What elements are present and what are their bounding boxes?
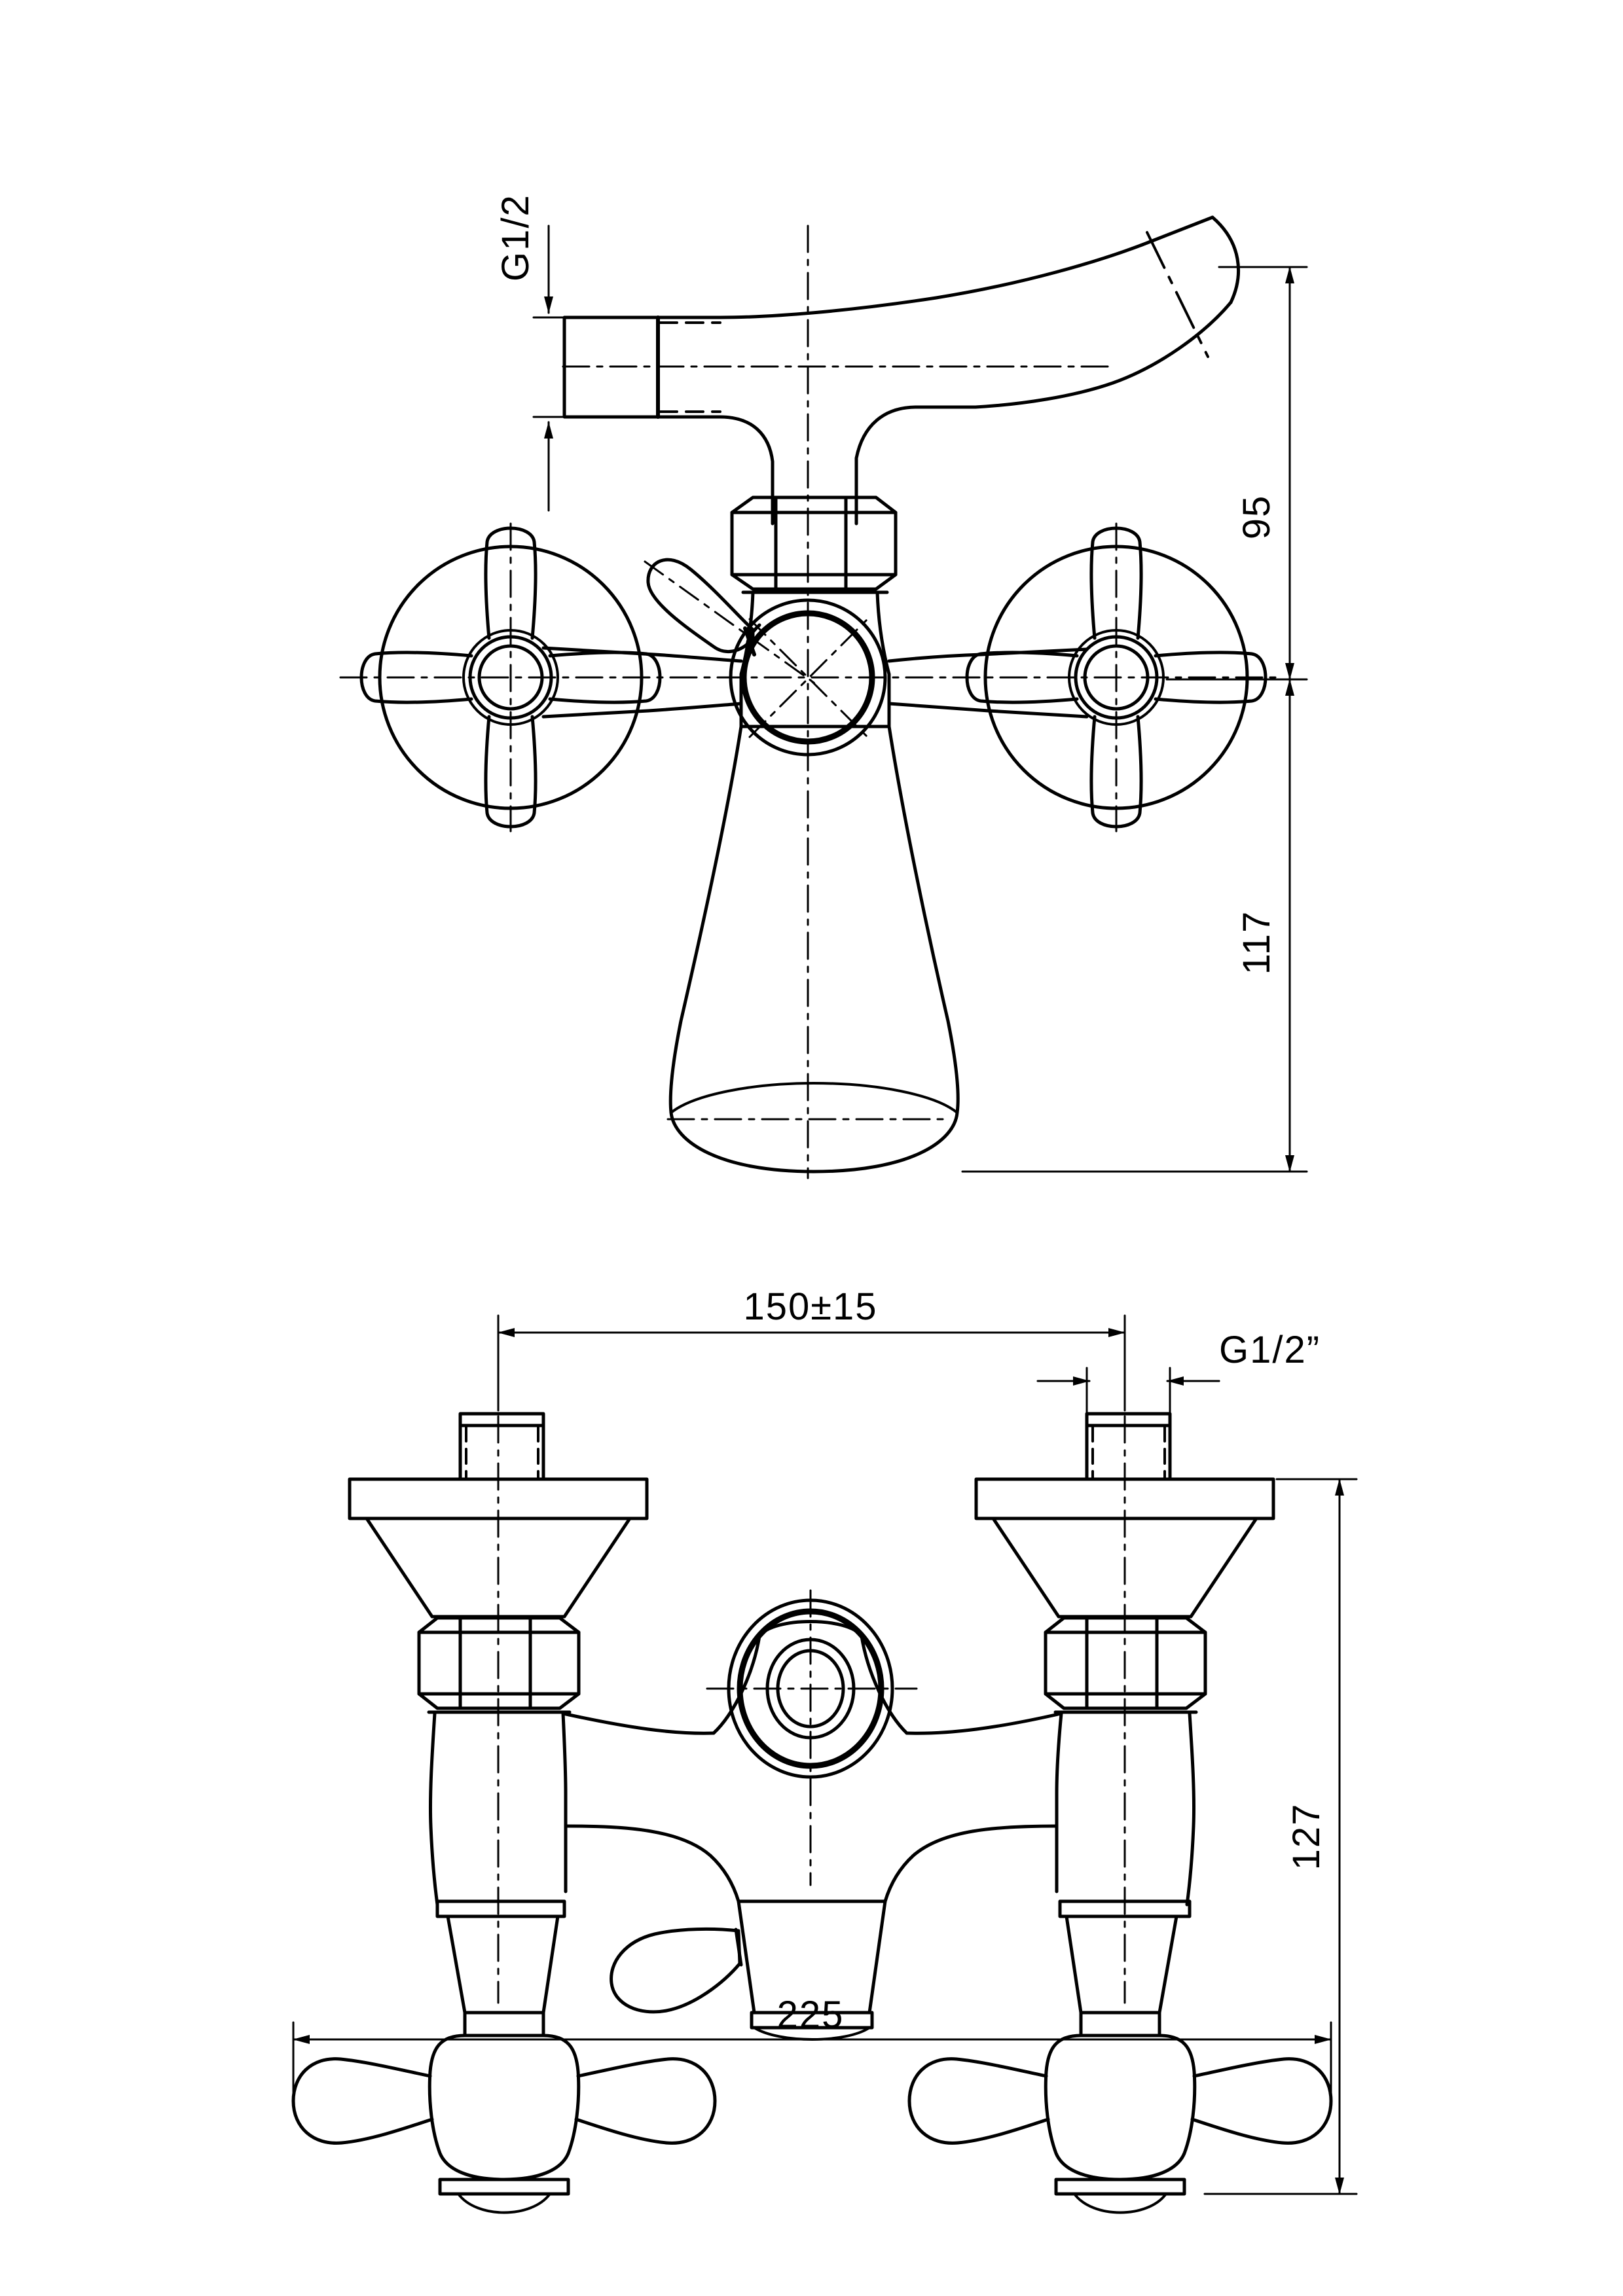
right-cross-handle-front: [907, 2034, 1333, 2214]
dimension-g12-side: G1/2: [494, 194, 566, 512]
diverter-centre-cross: [748, 618, 869, 738]
diverter-lever-centreline: [644, 560, 820, 687]
front-elevation-view: 150±15 G1/2” 127: [291, 1285, 1358, 2214]
shower-arm: [656, 215, 1241, 526]
left-cross-handle: [359, 526, 662, 829]
dimension-label-150: 150±15: [743, 1285, 877, 1328]
dimension-label-g12-front: G1/2”: [1219, 1329, 1321, 1371]
left-hex-nut: [417, 1616, 581, 1714]
dimension-label-g12-side: G1/2: [494, 194, 537, 281]
diverter-lever-front: [610, 1927, 743, 2014]
left-inlet-hidden-lines: [465, 1426, 539, 1480]
right-hex-nut: [1044, 1616, 1207, 1714]
dimension-127: 127: [1203, 1478, 1358, 2195]
dimension-95: 95: [1165, 266, 1308, 681]
body-arms-side: [541, 646, 1089, 719]
front-body-lower-arms: [564, 1824, 1059, 1903]
right-inlet-thread: [1085, 1412, 1172, 1481]
dimension-150: 150±15: [497, 1285, 1126, 1412]
right-inlet-hidden-lines: [1091, 1426, 1166, 1480]
dimension-117: 117: [961, 678, 1308, 1173]
diverter-boss-front: [712, 1598, 909, 1779]
inlet-thread-hidden-lines: [659, 321, 721, 413]
spout: [668, 725, 960, 1174]
side-elevation-view: G1/2 95 117: [339, 194, 1308, 1179]
front-body-upper-bar: [561, 1712, 1063, 1735]
right-cross-handle: [965, 526, 1267, 829]
dimension-label-225: 225: [777, 1994, 845, 2036]
dimension-label-117: 117: [1235, 910, 1278, 975]
dimension-label-95: 95: [1235, 495, 1278, 540]
side-view-centrelines: [339, 224, 1285, 1179]
left-cross-handle-front: [291, 2034, 717, 2214]
dimension-label-127: 127: [1285, 1803, 1328, 1871]
hex-union-nut: [730, 495, 898, 594]
diverter-boss: [729, 598, 887, 757]
left-inlet-thread: [458, 1412, 545, 1481]
dimension-225: 225: [292, 1994, 1332, 2105]
dimension-g12-front: G1/2”: [1036, 1329, 1321, 1480]
